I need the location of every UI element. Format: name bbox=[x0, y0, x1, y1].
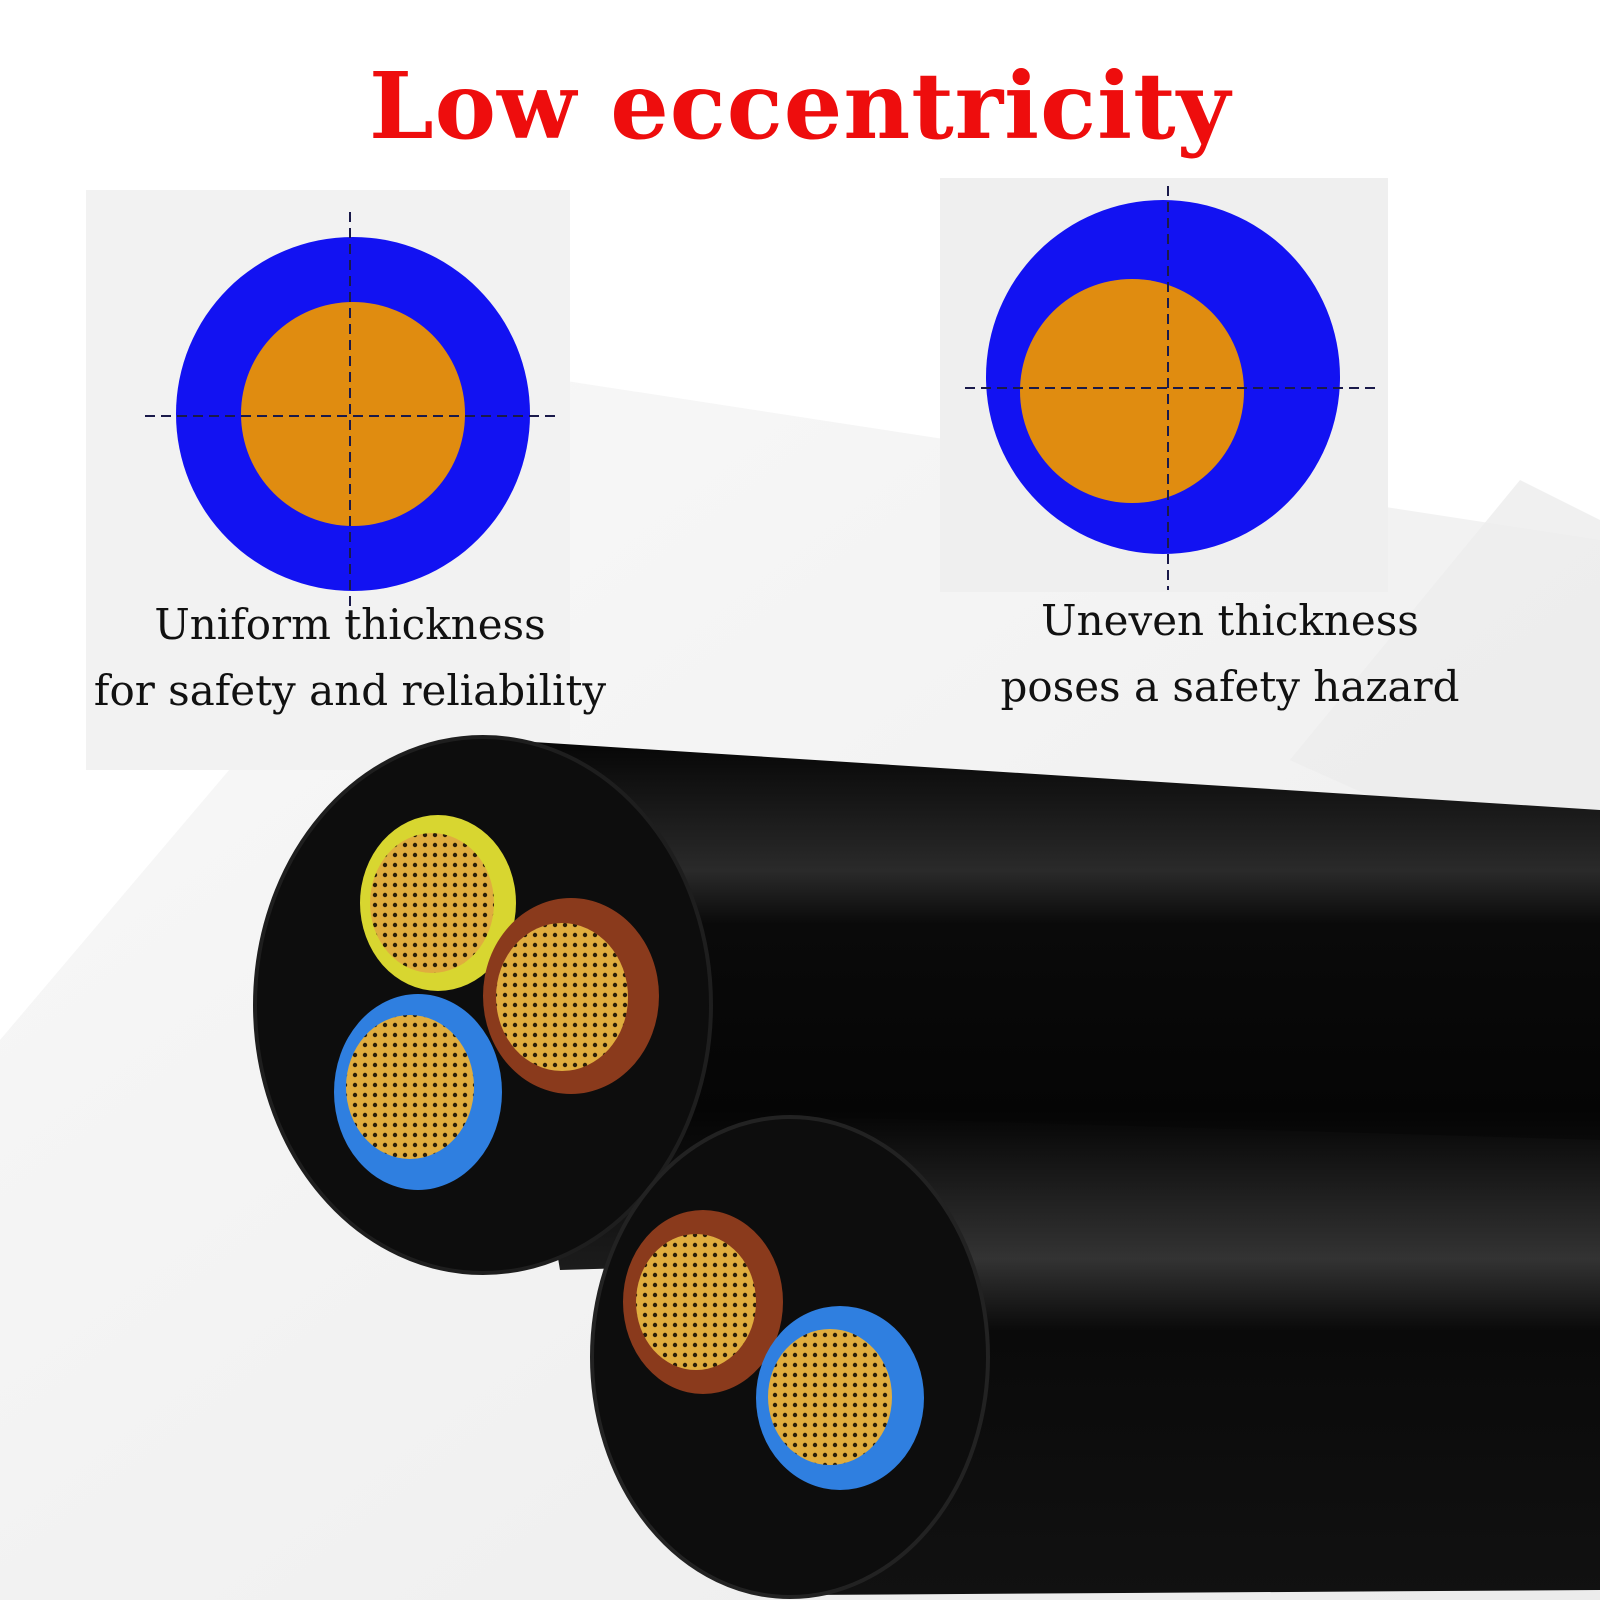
cable-jacket-body bbox=[760, 1115, 1600, 1595]
wire-strands-yellow bbox=[370, 833, 494, 973]
caption-uniform: Uniform thickness for safety and reliabi… bbox=[40, 592, 660, 724]
caption-line: poses a safety hazard bbox=[1000, 662, 1460, 711]
background-plane bbox=[1290, 480, 1600, 900]
wire-strands-blue bbox=[346, 1015, 474, 1159]
caption-line: Uneven thickness bbox=[1041, 596, 1419, 645]
conductor-core bbox=[1020, 279, 1244, 503]
conductor-core bbox=[241, 302, 465, 526]
uniform-insulation-diagram bbox=[145, 212, 560, 610]
caption-line: Uniform thickness bbox=[154, 600, 546, 649]
caption-uneven: Uneven thickness poses a safety hazard bbox=[900, 588, 1560, 720]
two-core-cable bbox=[590, 1115, 1600, 1599]
uneven-insulation-diagram bbox=[965, 186, 1380, 590]
wire-strands-blue bbox=[768, 1329, 892, 1465]
wire-strands-brown bbox=[636, 1234, 756, 1370]
wire-strands-brown bbox=[496, 923, 628, 1071]
headline: Low eccentricity bbox=[368, 52, 1232, 160]
caption-line: for safety and reliability bbox=[93, 666, 607, 715]
